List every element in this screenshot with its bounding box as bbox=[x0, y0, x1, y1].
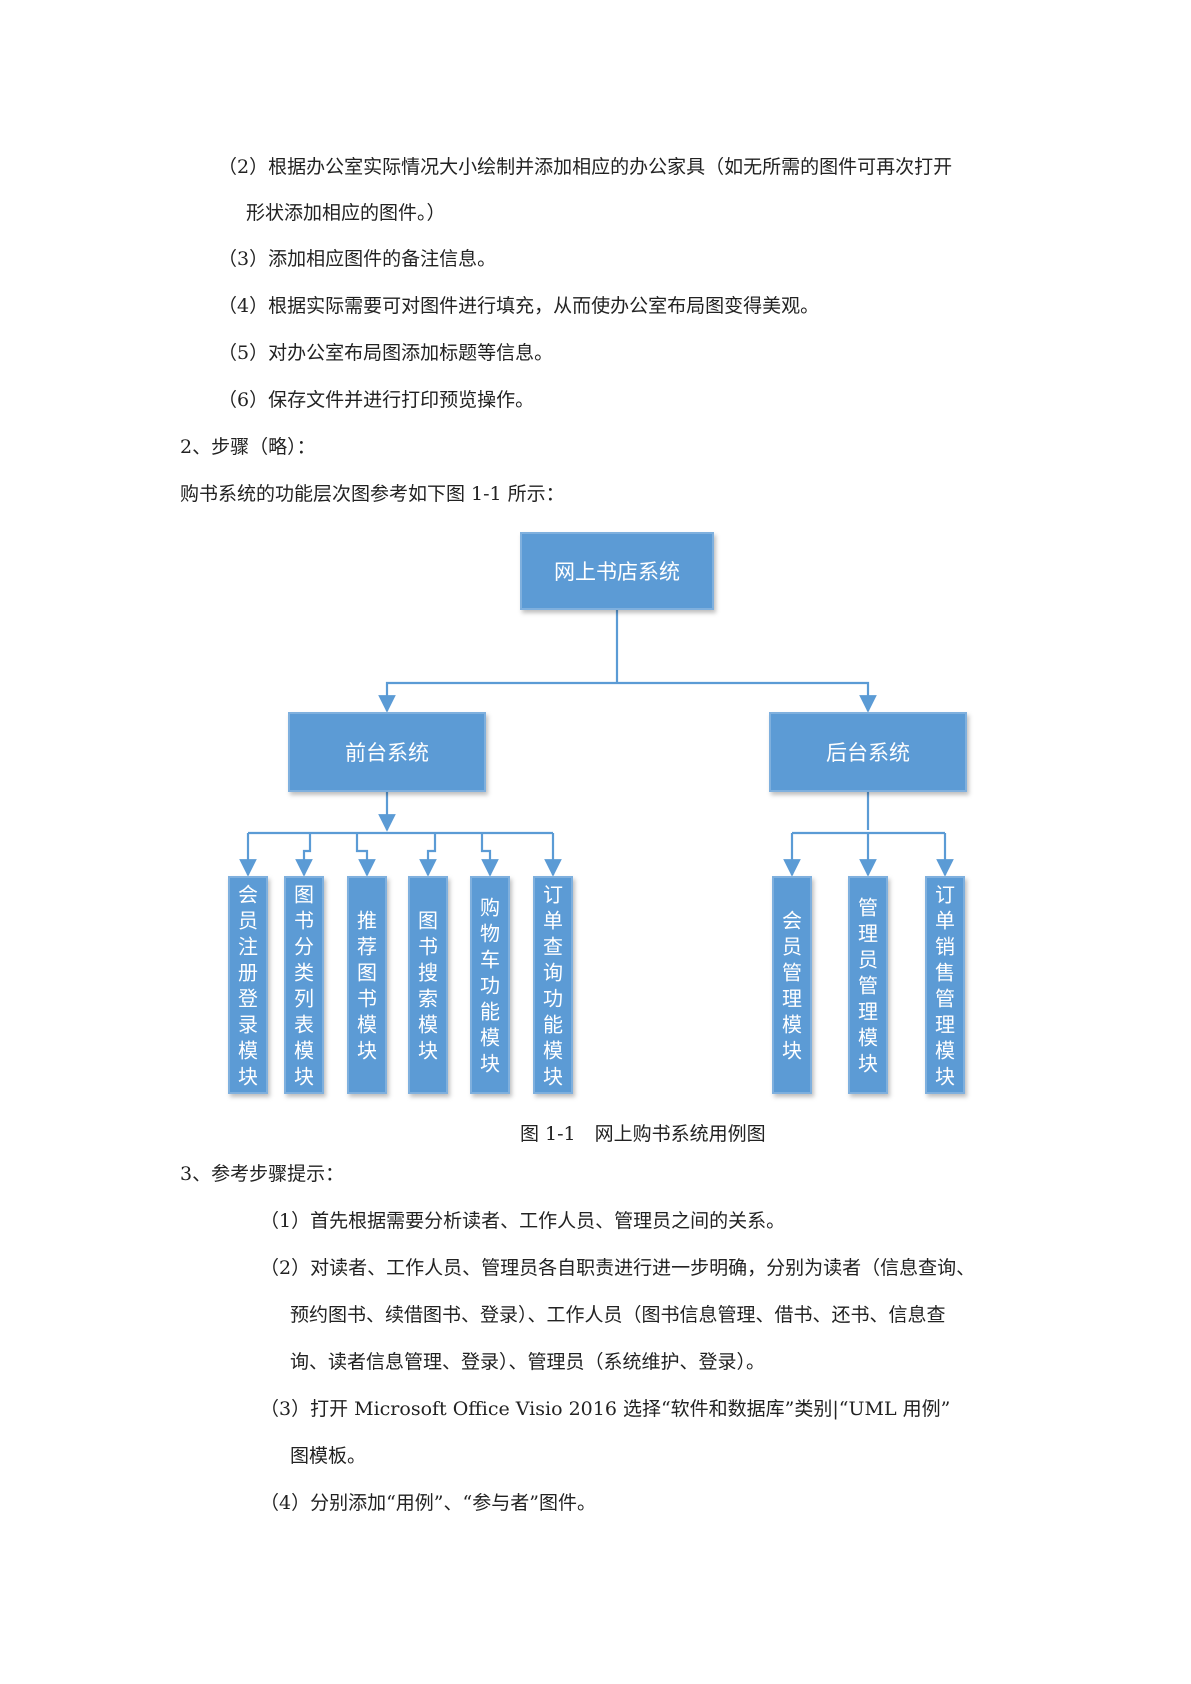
back-modules: 会员管理模块 管理员管理模块 订单销售管理模块 bbox=[772, 876, 965, 1094]
front-module-box bbox=[284, 876, 324, 1094]
diagram-connectors bbox=[239, 605, 954, 877]
section-3-step-1: （1）首先根据需要分析读者、工作人员、管理员之间的关系。 bbox=[260, 1210, 786, 1232]
back-module-box bbox=[772, 876, 812, 1094]
node-back: 后台系统 bbox=[769, 712, 967, 792]
section-3-step-3-line-1: （3）打开 Microsoft Office Visio 2016 选择“软件和… bbox=[260, 1398, 951, 1420]
node-front: 前台系统 bbox=[288, 712, 486, 792]
node-root: 网上书店系统 bbox=[520, 532, 714, 610]
paragraph-step-4: （4）根据实际需要可对图件进行填充，从而使办公室布局图变得美观。 bbox=[218, 295, 820, 317]
paragraph-step-3: （3）添加相应图件的备注信息。 bbox=[218, 248, 497, 270]
back-module-3: 订单销售管理模块 bbox=[925, 876, 965, 1094]
paragraph-step-5: （5）对办公室布局图添加标题等信息。 bbox=[218, 342, 554, 364]
figure-caption: 图 1-1 网上购书系统用例图 bbox=[520, 1123, 766, 1145]
paragraph-step-6: （6）保存文件并进行打印预览操作。 bbox=[218, 389, 535, 411]
back-module-label: 会员管理模块 bbox=[782, 908, 802, 1062]
front-module-box bbox=[533, 876, 573, 1094]
section-3-step-2-line-3: 询、读者信息管理、登录）、管理员（系统维护、登录）。 bbox=[290, 1351, 766, 1373]
connector-front-to-module-3 bbox=[355, 833, 376, 877]
back-module-box bbox=[925, 876, 965, 1094]
front-module-4: 图书搜索模块 bbox=[408, 876, 448, 1094]
section-3-heading: 3、参考步骤提示： bbox=[180, 1163, 345, 1185]
section-2-heading: 2、步骤（略）： bbox=[180, 436, 316, 458]
node-back-label: 后台系统 bbox=[826, 741, 910, 765]
node-root-label: 网上书店系统 bbox=[554, 560, 680, 584]
back-module-label: 订单销售管理模块 bbox=[935, 882, 955, 1088]
front-module-label: 订单查询功能模块 bbox=[543, 882, 563, 1088]
back-module-box bbox=[848, 876, 888, 1094]
front-module-label: 图书搜索模块 bbox=[418, 908, 438, 1062]
connector-front-to-module-4 bbox=[419, 833, 437, 877]
front-module-label: 购物车功能模块 bbox=[480, 895, 500, 1075]
connector-front-to-module-5 bbox=[480, 833, 499, 877]
connector-root-to-back bbox=[617, 681, 877, 713]
paragraph-step-2-line-2: 形状添加相应的图件。） bbox=[246, 202, 446, 224]
front-module-1: 会员注册登录模块 bbox=[228, 876, 268, 1094]
front-modules: 会员注册登录模块 图书分类列表模块 推荐图书模块 图书搜索模块 购物车功能模块 订单查询功… bbox=[228, 876, 573, 1094]
back-module-2: 管理员管理模块 bbox=[848, 876, 888, 1094]
node-front-label: 前台系统 bbox=[345, 741, 429, 765]
front-module-3: 推荐图书模块 bbox=[347, 876, 387, 1094]
paragraph-step-2-line-1: （2）根据办公室实际情况大小绘制并添加相应的办公家具（如无所需的图件可再次打开 bbox=[218, 156, 953, 178]
front-module-label: 推荐图书模块 bbox=[357, 908, 377, 1062]
back-module-1: 会员管理模块 bbox=[772, 876, 812, 1094]
section-3-step-3-line-2: 图模板。 bbox=[290, 1445, 367, 1467]
connector-front-to-module-2 bbox=[295, 833, 313, 877]
back-module-label: 管理员管理模块 bbox=[858, 895, 878, 1075]
connector-root-to-front bbox=[378, 681, 617, 713]
section-3-step-2-line-1: （2）对读者、工作人员、管理员各自职责进行进一步明确，分别为读者（信息查询、 bbox=[260, 1257, 976, 1279]
front-module-box bbox=[470, 876, 510, 1094]
front-module-box bbox=[228, 876, 268, 1094]
front-module-6: 订单查询功能模块 bbox=[533, 876, 573, 1094]
section-3-step-2-line-2: 预约图书、续借图书、登录）、工作人员（图书信息管理、借书、还书、信息查 bbox=[290, 1304, 946, 1326]
front-module-5: 购物车功能模块 bbox=[470, 876, 510, 1094]
function-hierarchy-diagram: 网上书店系统 前台系统 后台系统 会员注册登录模块 图书分类列表模块 推荐图书模块 图… bbox=[228, 532, 967, 1094]
section-2-intro: 购书系统的功能层次图参考如下图 1-1 所示： bbox=[180, 483, 565, 505]
front-module-label: 图书分类列表模块 bbox=[294, 882, 314, 1088]
front-module-box bbox=[408, 876, 448, 1094]
front-module-box bbox=[347, 876, 387, 1094]
front-module-2: 图书分类列表模块 bbox=[284, 876, 324, 1094]
front-module-label: 会员注册登录模块 bbox=[238, 882, 258, 1088]
section-3-step-4: （4）分别添加“用例”、“参与者”图件。 bbox=[260, 1492, 596, 1514]
